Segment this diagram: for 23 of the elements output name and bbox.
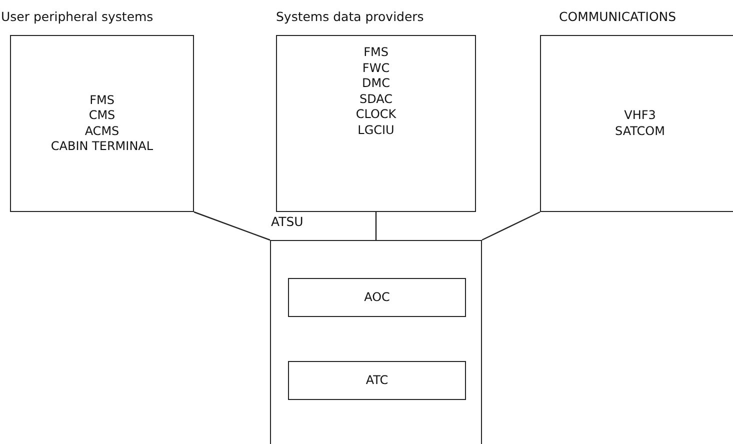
system-box — [288, 278, 466, 317]
box-heading: ATSU — [271, 214, 304, 229]
connector-line — [194, 211, 270, 241]
system-name: FWC — [362, 60, 390, 76]
box-heading: COMMUNICATIONS — [559, 9, 676, 24]
system-name: FMS — [90, 92, 114, 108]
system-name: CLOCK — [356, 107, 396, 122]
connector-line — [375, 212, 377, 240]
system-name: FMS — [364, 45, 388, 60]
box-heading: Systems data providers — [276, 9, 424, 24]
system-name: CABIN TERMINAL — [50, 139, 154, 154]
system-name: LGCIU — [358, 122, 394, 138]
system-name: SDAC — [359, 92, 393, 107]
system-name: ACMS — [84, 124, 120, 139]
system-name: DMC — [362, 76, 390, 92]
system-name: VHF3 — [624, 108, 656, 124]
system-name: CMS — [88, 108, 116, 124]
box-heading: User peripheral systems — [1, 9, 154, 24]
system-box — [288, 361, 466, 400]
system-name: ATC — [366, 372, 388, 388]
connector-line — [482, 211, 540, 241]
system-name: AOC — [364, 290, 390, 306]
system-name: SATCOM — [615, 124, 665, 139]
